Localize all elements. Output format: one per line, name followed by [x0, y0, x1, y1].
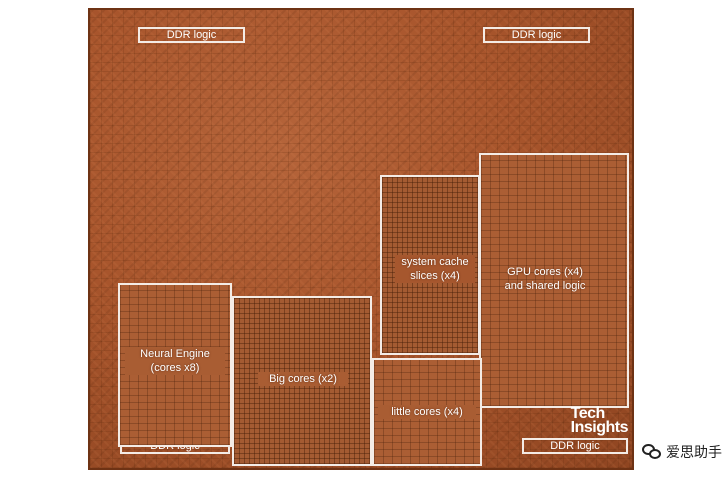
wechat-icon — [642, 444, 662, 460]
ddr-logic-top-left: DDR logic — [138, 27, 245, 43]
neural-engine-label-line2: (cores x8) — [150, 362, 200, 374]
big-cores-label: Big cores (x2) — [258, 372, 348, 386]
system-cache-label-line1: system cache — [401, 256, 469, 268]
wechat-watermark: 爱思助手 — [642, 441, 722, 463]
techinsights-logo: Tech Insights — [570, 405, 629, 436]
gpu-label-line2: and shared logic — [504, 280, 586, 292]
system-cache-label: system cache slices (x4) — [395, 255, 475, 283]
gpu-label-line1: GPU cores (x4) — [507, 266, 583, 278]
techinsights-logo-line2: Insights — [570, 419, 629, 436]
ddr-logic-bottom-right: DDR logic — [522, 438, 628, 454]
little-cores-label: little cores (x4) — [378, 405, 476, 419]
gpu-label: GPU cores (x4) and shared logic — [490, 265, 600, 293]
wechat-account-name: 爱思助手 — [666, 444, 722, 460]
neural-engine-label: Neural Engine (cores x8) — [125, 347, 225, 375]
system-cache-label-line2: slices (x4) — [410, 270, 460, 282]
gpu-region — [479, 153, 629, 408]
neural-engine-label-line1: Neural Engine — [140, 348, 210, 360]
techinsights-logo-line1: Tech — [570, 405, 606, 422]
ddr-logic-top-right: DDR logic — [483, 27, 590, 43]
